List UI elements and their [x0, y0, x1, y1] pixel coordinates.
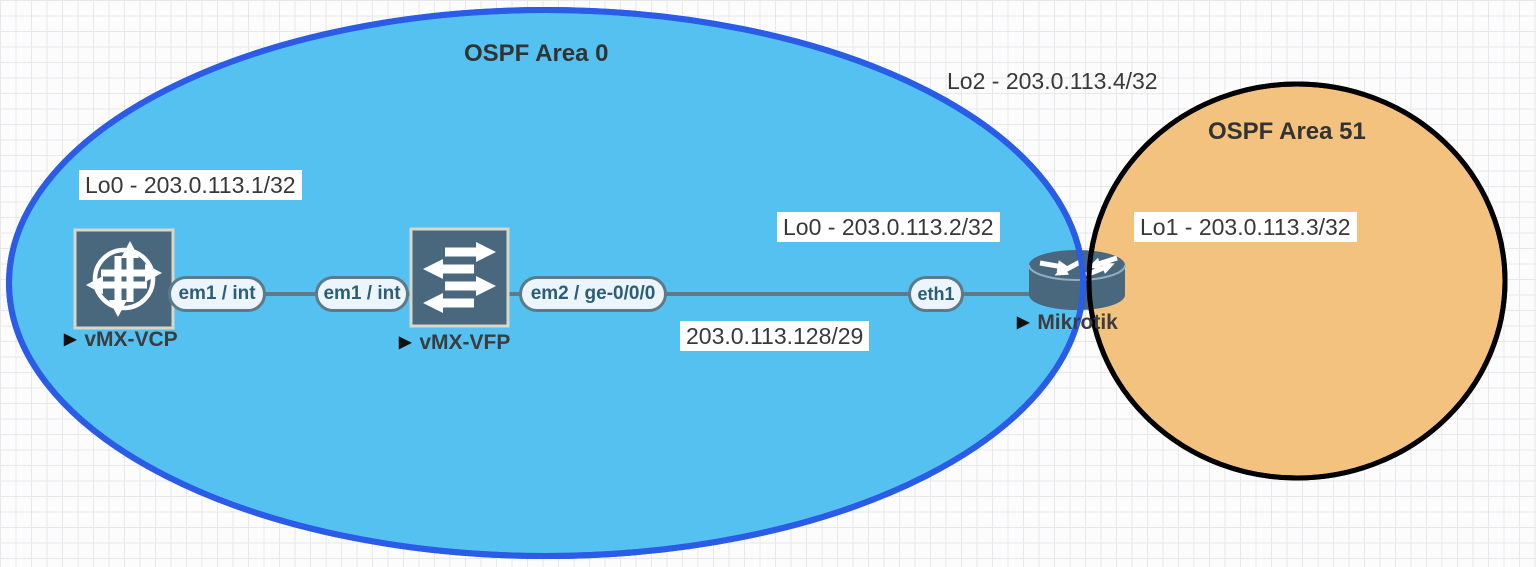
interface-label-eth1[interactable]: eth1: [908, 276, 964, 312]
interface-label-em1-int-vcp[interactable]: em1 / int: [168, 276, 266, 312]
play-triangle-icon: ▶: [399, 334, 412, 351]
ospf-area-0-title[interactable]: OSPF Area 0: [464, 40, 609, 67]
juniper-cross-arrows-icon: [86, 241, 162, 317]
subnet-label-transit-link[interactable]: 203.0.113.128/29: [680, 321, 870, 351]
ospf-area-51-outline-overlay: [1086, 81, 1508, 481]
ospf-area-0-outline-overlay: [6, 7, 1086, 559]
vmx-vcp-icon[interactable]: [73, 228, 175, 330]
switch-arrows-icon: [423, 242, 496, 313]
interface-label-em2-ge000[interactable]: em2 / ge-0/0/0: [519, 276, 667, 312]
juniper-circle: [92, 247, 156, 311]
play-triangle-icon: ▶: [1017, 314, 1030, 331]
play-triangle-icon: ▶: [64, 331, 77, 348]
ospf-area-51-title[interactable]: OSPF Area 51: [1208, 118, 1366, 145]
device-label-mikrotik[interactable]: ▶ Mikrotik: [1017, 311, 1118, 335]
loopback-label-lo1-mikrotik[interactable]: Lo1 - 203.0.113.3/32: [1134, 212, 1357, 242]
device-name-text: Mikrotik: [1037, 311, 1118, 334]
device-label-vmx-vfp[interactable]: ▶ vMX-VFP: [399, 331, 510, 355]
cylinder-top-edge: [1028, 264, 1126, 281]
switch-square: [409, 227, 510, 328]
loopback-label-lo0-mikrotik[interactable]: Lo0 - 203.0.113.2/32: [777, 212, 1000, 242]
router-square: [73, 228, 175, 330]
device-name-text: vMX-VCP: [84, 328, 178, 351]
loopback-label-lo0-vcp[interactable]: Lo0 - 203.0.113.1/32: [79, 170, 302, 200]
device-label-vmx-vcp[interactable]: ▶ vMX-VCP: [64, 328, 178, 352]
mikrotik-icon[interactable]: [1028, 250, 1126, 310]
interface-label-em1-int-vfp[interactable]: em1 / int: [315, 276, 409, 312]
vmx-vfp-icon[interactable]: [409, 227, 510, 328]
loopback-label-lo2-mikrotik[interactable]: Lo2 - 203.0.113.4/32: [947, 68, 1158, 94]
device-name-text: vMX-VFP: [419, 331, 511, 354]
